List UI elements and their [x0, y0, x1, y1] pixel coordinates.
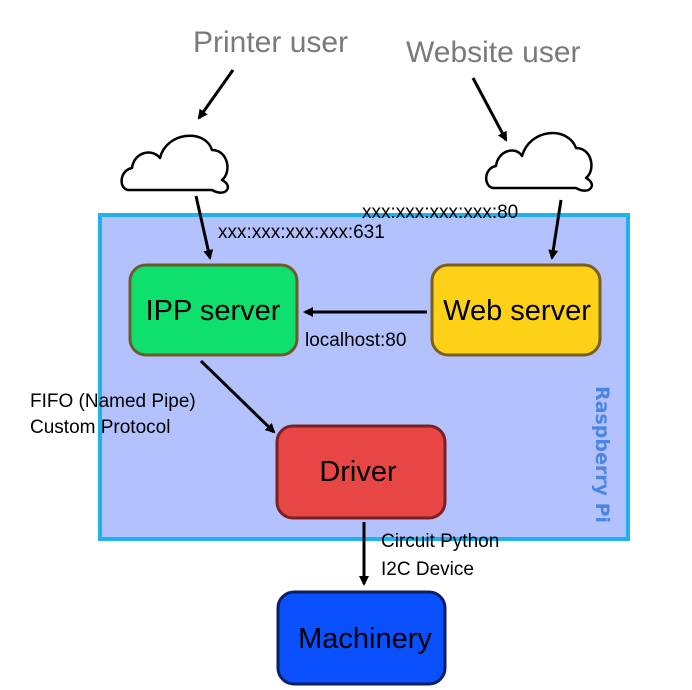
machinery-label: Machinery [298, 623, 432, 655]
machinery-node [276, 590, 447, 686]
printer-user-label: Printer user [193, 26, 348, 59]
ipp-port-label: xxx:xxx:xxx:xxx:631 [218, 222, 385, 243]
driver-label: Driver [319, 456, 397, 488]
printer-user-arrow [197, 69, 235, 120]
ipp-server-node [128, 263, 299, 357]
driver-node [275, 424, 447, 520]
circuit-python-label: Circuit Python [381, 531, 499, 552]
ipp-server-label: IPP server [146, 295, 281, 327]
website-user-label: Website user [406, 36, 581, 69]
web-server-node [430, 263, 602, 357]
ipp-to-driver-arrow [199, 359, 276, 434]
website-to-webserver-arrow [548, 199, 563, 260]
web-port-label: xxx:xxx:xxx:xxx:80 [362, 202, 518, 223]
website-user-arrow [471, 77, 508, 142]
custom-protocol-label: Custom Protocol [30, 417, 170, 438]
localhost-label: localhost:80 [305, 330, 406, 351]
printer-cloud-icon [120, 134, 230, 194]
web-server-label: Web server [443, 295, 591, 327]
website-cloud-icon [485, 131, 594, 192]
printer-to-ipp-arrow [194, 195, 214, 260]
fifo-label: FIFO (Named Pipe) [30, 391, 196, 412]
raspberry-pi-label: Raspberry Pi [591, 386, 613, 523]
i2c-device-label: I2C Device [381, 559, 474, 580]
